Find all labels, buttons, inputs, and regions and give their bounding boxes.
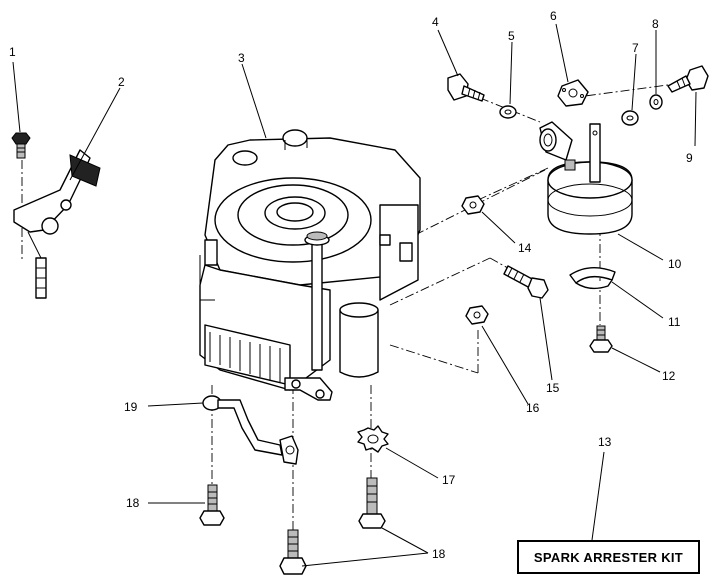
part-4-bolt [447,73,485,102]
part-19-bracket [202,395,299,465]
callout-14: 14 [518,241,532,255]
part-8-lock-washer [649,94,663,110]
callout-13: 13 [598,435,612,449]
part-1-bolt [11,132,31,159]
part-17-star-washer [357,425,389,453]
callout-11: 11 [668,315,681,329]
spark-arrester-kit-label: SPARK ARRESTER KIT [517,540,700,574]
callout-9: 9 [686,151,693,165]
part-3-engine [199,129,421,401]
callout-numbers: 1 2 3 4 5 6 7 8 9 10 11 12 13 14 15 16 1… [9,9,693,561]
callout-3: 3 [238,51,245,65]
callout-17: 17 [442,473,456,487]
part-9-bolt [667,65,709,93]
part-18-bolts [199,477,386,575]
callout-19: 19 [124,400,138,414]
callout-15: 15 [546,381,560,395]
part-16-nut [465,305,489,325]
callout-4: 4 [432,15,439,29]
callout-10: 10 [668,257,682,271]
callout-2: 2 [118,75,125,89]
part-12-screw [589,325,613,353]
kit-label-text: SPARK ARRESTER KIT [533,549,684,565]
callout-5: 5 [508,29,515,43]
callout-6: 6 [550,9,557,23]
callout-12: 12 [662,369,676,383]
part-2-control-bracket [13,149,101,299]
part-14-nut [461,195,485,215]
callout-18b: 18 [432,547,446,561]
callout-8: 8 [652,17,659,31]
callout-18a: 18 [126,496,140,510]
part-11-clamp [569,267,616,290]
callout-16: 16 [526,401,540,415]
part-10-muffler [539,121,633,235]
part-15-bolt [503,265,549,299]
part-6-gasket [557,79,589,107]
part-5-washer [499,105,517,119]
part-7-washer [621,110,639,126]
leader-lines [12,23,697,567]
callout-7: 7 [632,41,639,55]
callout-1: 1 [9,45,16,59]
